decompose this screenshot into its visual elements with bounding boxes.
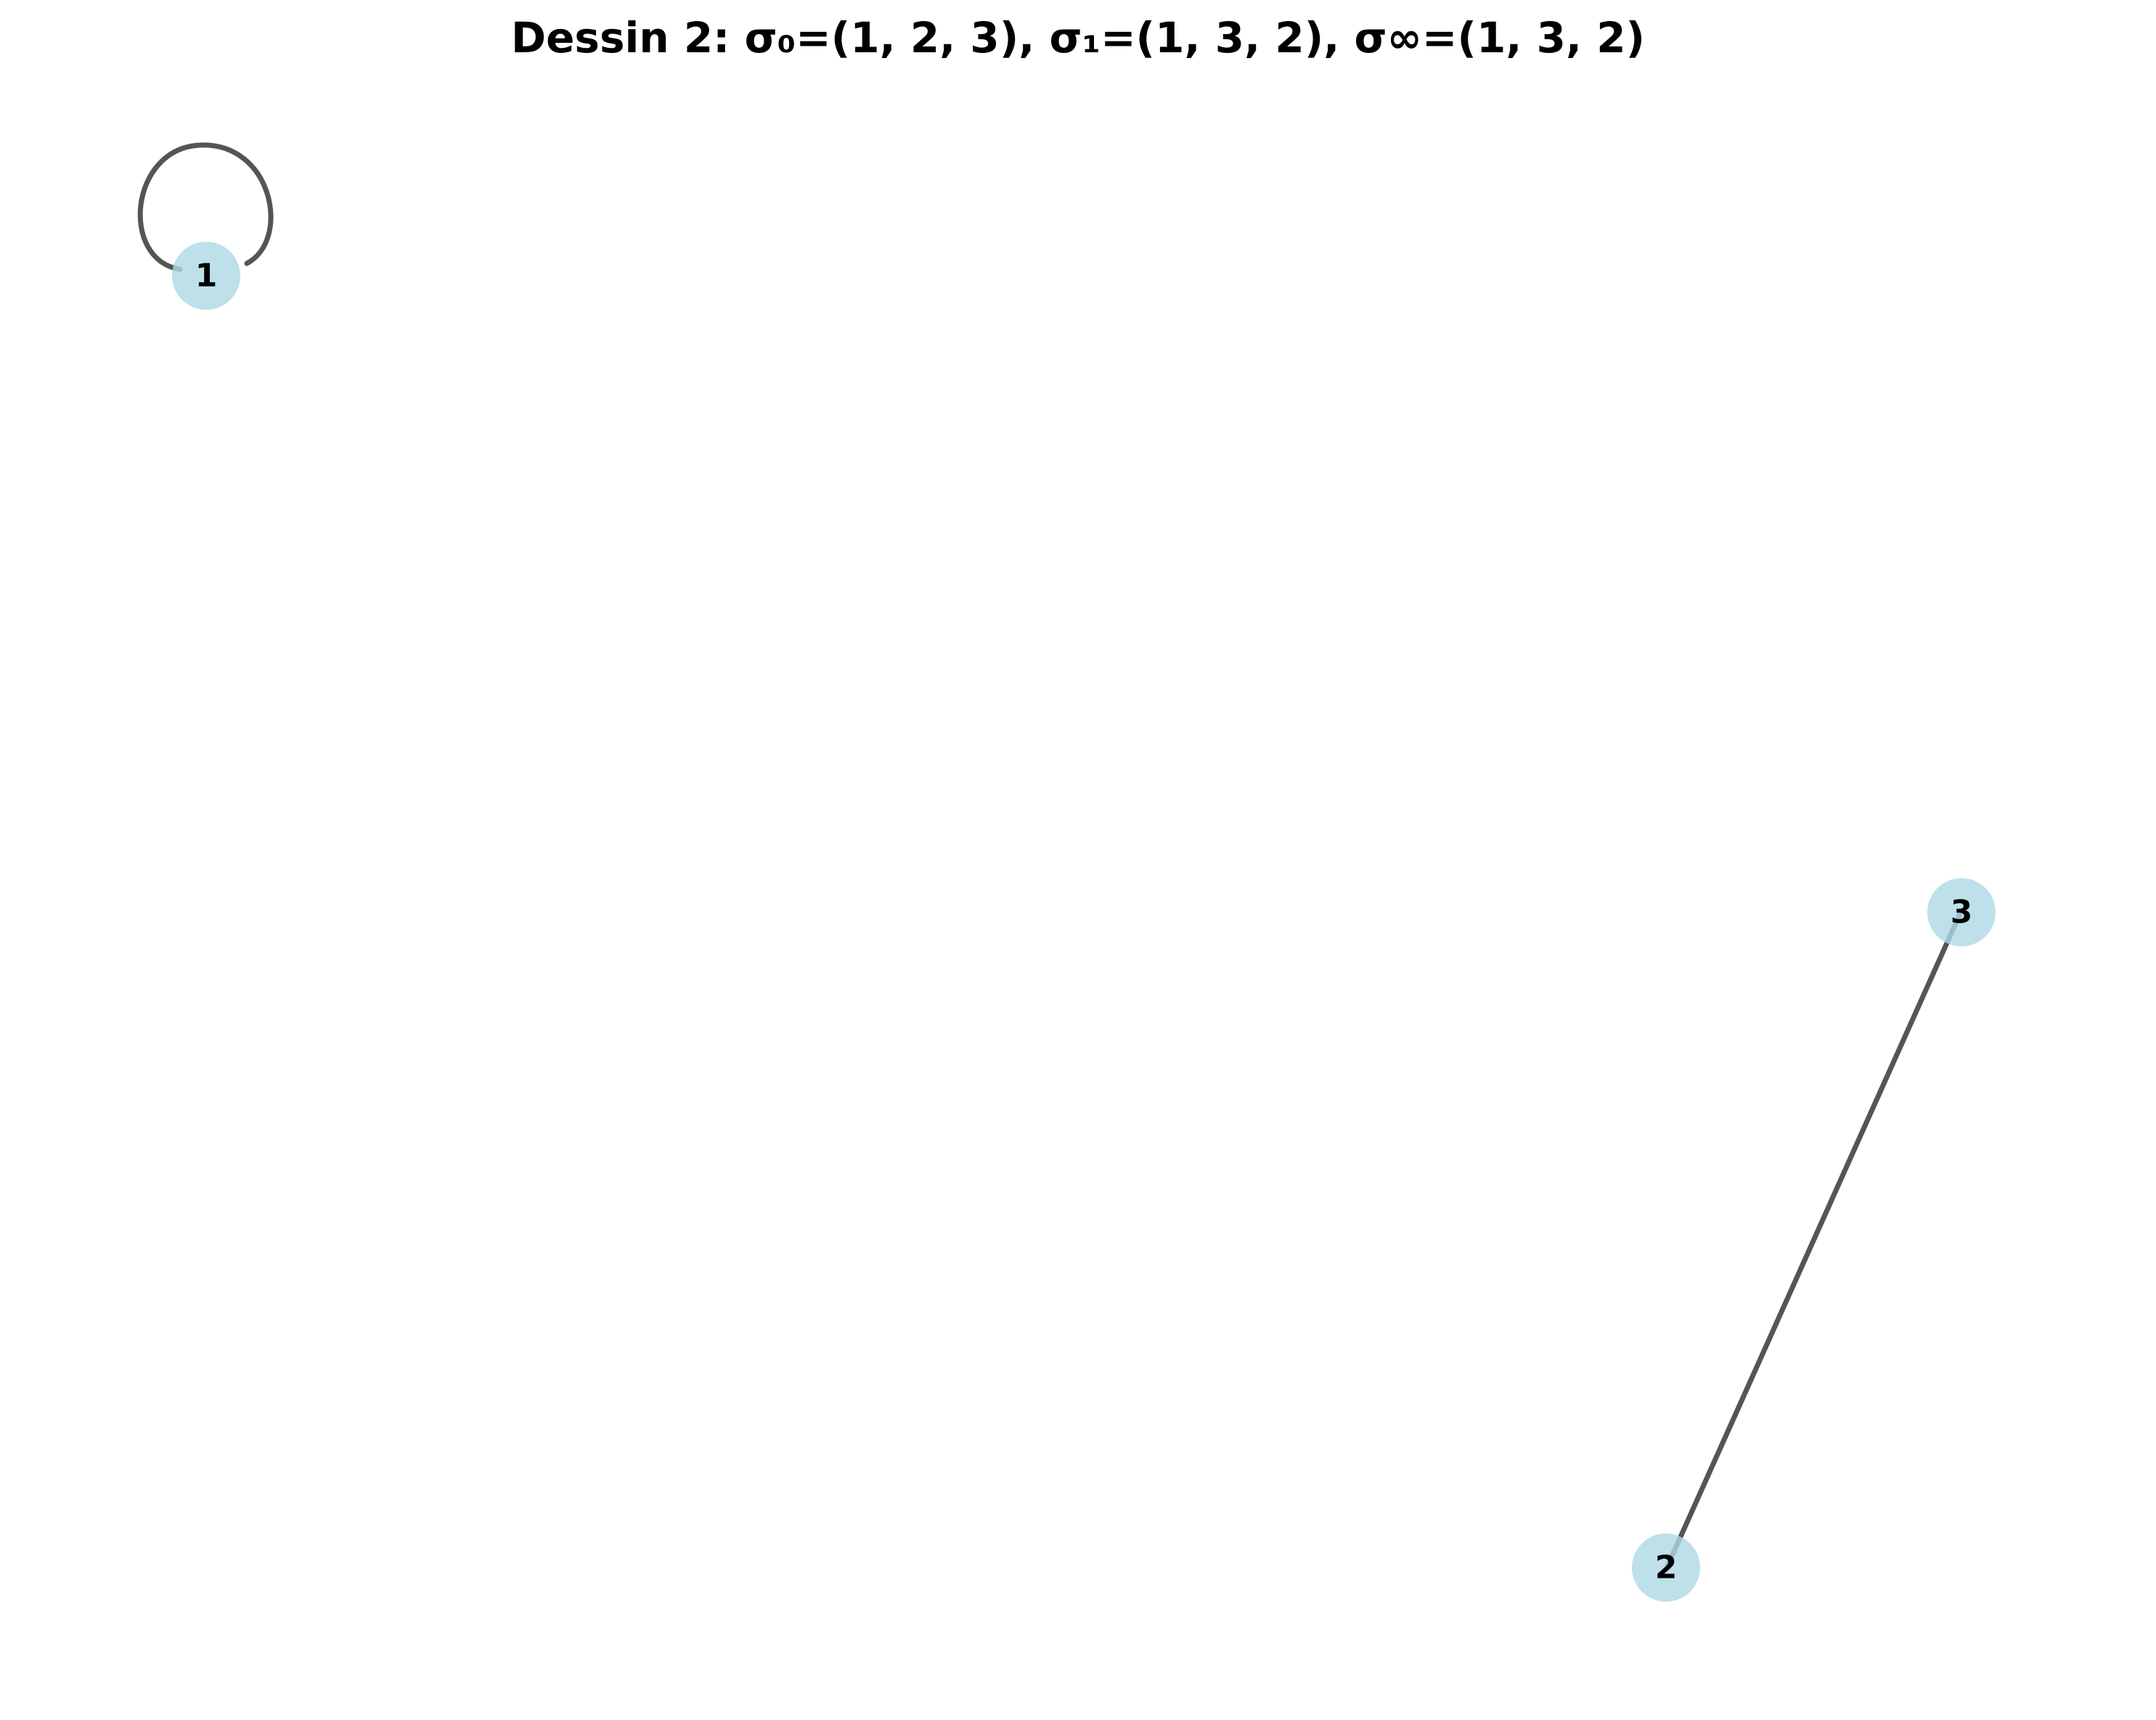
node-label-3: 3 xyxy=(1951,894,1973,931)
edges-layer xyxy=(137,142,1964,1570)
graph-node-1: 1 xyxy=(172,242,240,310)
self-loop-edge-1 xyxy=(137,142,274,272)
nodes-layer: 1 2 3 xyxy=(172,242,1996,1602)
node-circle-1 xyxy=(172,242,240,310)
node-circle-2 xyxy=(1632,1533,1700,1602)
node-label-1: 1 xyxy=(195,258,218,295)
node-circle-3 xyxy=(1927,878,1996,946)
graph-node-2: 2 xyxy=(1632,1533,1700,1602)
node-label-2: 2 xyxy=(1655,1549,1678,1586)
edge-2-3 xyxy=(1664,909,1964,1570)
graph-node-3: 3 xyxy=(1927,878,1996,946)
figure-title: Dessin 2: σ₀=(1, 2, 3), σ₁=(1, 3, 2), σ∞… xyxy=(511,13,1645,62)
